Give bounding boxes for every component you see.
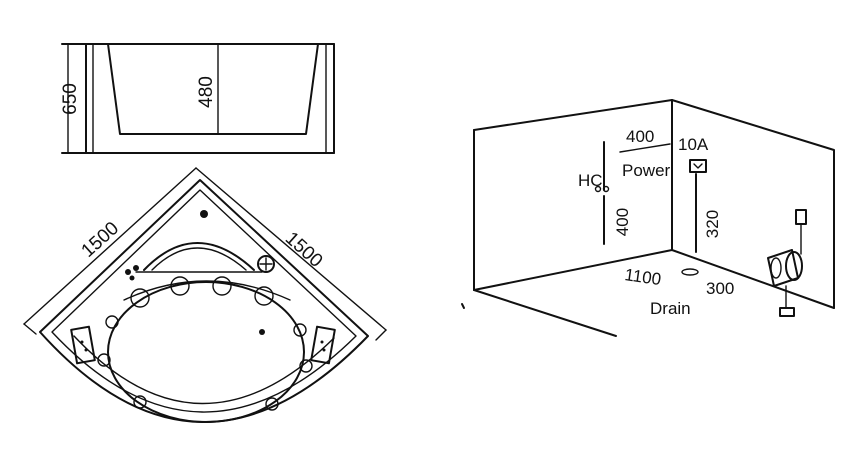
tub-basin <box>107 281 305 423</box>
basin-back-step <box>123 280 291 301</box>
hc-height-label: 400 <box>613 208 632 236</box>
floor-edge-left <box>473 249 673 291</box>
right-dimension-tick <box>375 329 387 341</box>
faucet-control <box>125 269 131 275</box>
right-dimension-line <box>195 167 387 331</box>
hc-label: HC <box>578 171 603 190</box>
headrest-arc-inner <box>151 247 247 271</box>
basin-drain <box>259 329 265 335</box>
side-height-label: 650 <box>60 83 81 115</box>
jet-nozzle <box>299 359 313 373</box>
pump-motor-icon <box>767 249 803 317</box>
drain-opening <box>681 268 699 276</box>
left-dimension-line <box>23 167 197 325</box>
top-plan-view: 1500 1500 <box>23 167 387 423</box>
jet-nozzle <box>105 315 119 329</box>
wall-outlet-icon <box>795 209 807 255</box>
room-service-view: 400 HC 400 10A Power 320 1100 300 Drain <box>461 99 835 337</box>
jet-nozzle <box>97 353 111 367</box>
tub-front-apron <box>73 335 335 405</box>
headrest-arc <box>143 242 255 271</box>
jet-nozzle <box>265 397 279 411</box>
jet-nozzle <box>254 286 274 306</box>
drain-y-label: 300 <box>706 279 734 298</box>
right-grab-handle <box>310 325 336 365</box>
left-grab-handle <box>70 325 96 365</box>
faucet-control <box>133 265 139 271</box>
plan-right-length-label: 1500 <box>281 228 326 272</box>
hc-offset-line <box>619 143 671 153</box>
power-height-label: 320 <box>703 210 722 238</box>
tub-basin-profile <box>107 43 319 135</box>
jet-nozzle <box>130 288 150 308</box>
tub-inner-rim <box>51 189 357 413</box>
jet-nozzle <box>133 395 147 409</box>
back-wall-outline <box>473 99 835 309</box>
stray-mark <box>461 303 465 309</box>
jet-nozzle <box>170 276 190 296</box>
side-elevation-view: 650 480 <box>60 43 335 154</box>
drain-label: Drain <box>650 299 691 318</box>
hc-connector-icon <box>594 185 610 193</box>
faucet-control <box>129 275 135 281</box>
jet-nozzle <box>293 323 307 337</box>
jet-nozzle <box>212 276 232 296</box>
power-socket-icon <box>689 159 707 173</box>
left-dimension-tick <box>23 323 37 335</box>
overflow-point <box>200 210 208 218</box>
tub-outline <box>85 43 335 154</box>
floor-front-edge <box>473 289 617 337</box>
floor-edge-right <box>671 249 835 309</box>
hc-offset-label: 400 <box>626 127 654 146</box>
power-rating-label: 10A <box>678 135 709 154</box>
drain-icon <box>257 255 275 273</box>
drain-x-label: 1100 <box>623 265 662 289</box>
power-label: Power <box>622 161 671 180</box>
inner-depth-label: 480 <box>196 76 217 108</box>
